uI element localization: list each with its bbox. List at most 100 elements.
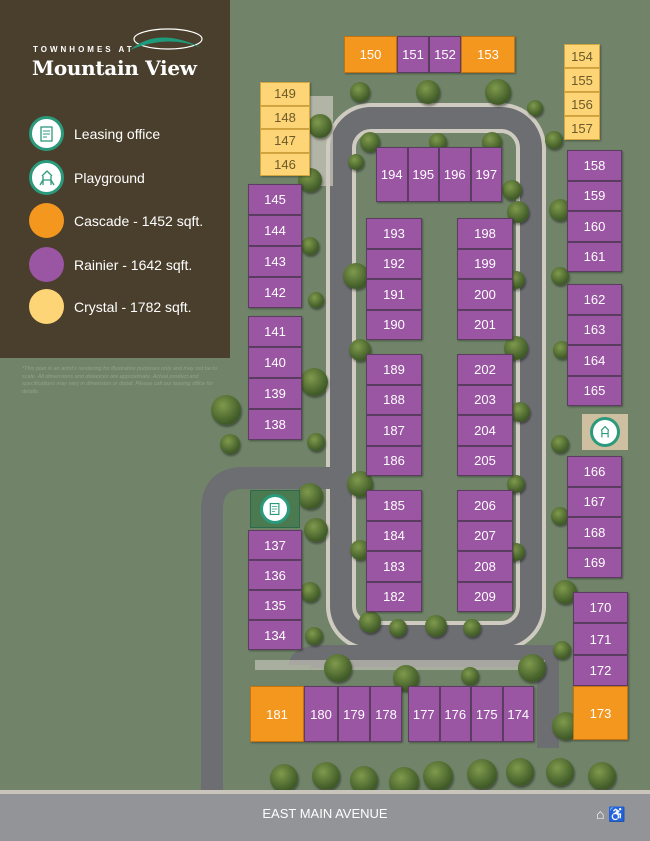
unit-194[interactable]: 194 <box>376 147 408 202</box>
unit-146[interactable]: 146 <box>260 152 310 176</box>
unit-149[interactable]: 149 <box>260 82 310 106</box>
unit-200[interactable]: 200 <box>457 279 513 310</box>
unit-158[interactable]: 158 <box>567 150 622 181</box>
unit-203[interactable]: 203 <box>457 384 513 415</box>
unit-207[interactable]: 207 <box>457 520 513 551</box>
unit-153[interactable]: 153 <box>461 36 515 73</box>
unit-140[interactable]: 140 <box>248 347 302 378</box>
legend-panel: TOWNHOMES AT Mountain View Leasing offic… <box>0 0 230 358</box>
unit-195[interactable]: 195 <box>407 147 439 202</box>
unit-138[interactable]: 138 <box>248 409 302 440</box>
unit-182[interactable]: 182 <box>366 581 422 612</box>
unit-173[interactable]: 173 <box>573 686 628 740</box>
unit-174[interactable]: 174 <box>502 686 534 742</box>
unit-137[interactable]: 137 <box>248 530 302 560</box>
unit-176[interactable]: 176 <box>439 686 471 742</box>
unit-183[interactable]: 183 <box>366 551 422 582</box>
unit-171[interactable]: 171 <box>573 623 628 655</box>
unit-147[interactable]: 147 <box>260 129 310 153</box>
unit-164[interactable]: 164 <box>567 345 622 376</box>
unit-134[interactable]: 134 <box>248 620 302 650</box>
unit-159[interactable]: 159 <box>567 180 622 211</box>
tree-icon <box>551 507 569 525</box>
unit-155[interactable]: 155 <box>564 68 600 92</box>
legend-label: Leasing office <box>74 125 161 142</box>
unit-169[interactable]: 169 <box>567 547 622 578</box>
street <box>0 790 650 841</box>
unit-180[interactable]: 180 <box>304 686 338 742</box>
unit-167[interactable]: 167 <box>567 486 622 517</box>
unit-177[interactable]: 177 <box>408 686 440 742</box>
tree-icon <box>553 641 571 659</box>
unit-205[interactable]: 205 <box>457 445 513 476</box>
unit-185[interactable]: 185 <box>366 490 422 521</box>
unit-199[interactable]: 199 <box>457 248 513 279</box>
legend-label: Cascade - 1452 sqft. <box>74 212 204 229</box>
tree-icon <box>510 402 530 422</box>
unit-162[interactable]: 162 <box>567 284 622 315</box>
unit-201[interactable]: 201 <box>457 309 513 340</box>
unit-139[interactable]: 139 <box>248 378 302 409</box>
unit-184[interactable]: 184 <box>366 520 422 551</box>
unit-143[interactable]: 143 <box>248 246 302 277</box>
tree-icon <box>300 582 320 602</box>
legend-label: Rainier - 1642 sqft. <box>74 256 193 273</box>
unit-204[interactable]: 204 <box>457 415 513 446</box>
playground-marker[interactable] <box>582 414 628 450</box>
unit-145[interactable]: 145 <box>248 184 302 215</box>
unit-178[interactable]: 178 <box>370 686 402 742</box>
unit-168[interactable]: 168 <box>567 517 622 548</box>
leasing-office-marker[interactable] <box>250 490 300 528</box>
unit-188[interactable]: 188 <box>366 384 422 415</box>
unit-206[interactable]: 206 <box>457 490 513 521</box>
tree-icon <box>546 758 574 786</box>
unit-144[interactable]: 144 <box>248 215 302 246</box>
unit-141[interactable]: 141 <box>248 316 302 347</box>
unit-136[interactable]: 136 <box>248 560 302 590</box>
tree-icon <box>348 154 364 170</box>
unit-148[interactable]: 148 <box>260 105 310 129</box>
unit-192[interactable]: 192 <box>366 248 422 279</box>
unit-161[interactable]: 161 <box>567 241 622 272</box>
unit-193[interactable]: 193 <box>366 218 422 249</box>
unit-179[interactable]: 179 <box>338 686 370 742</box>
unit-165[interactable]: 165 <box>567 375 622 406</box>
unit-198[interactable]: 198 <box>457 218 513 249</box>
tree-icon <box>324 654 352 682</box>
unit-156[interactable]: 156 <box>564 92 600 116</box>
unit-135[interactable]: 135 <box>248 590 302 620</box>
unit-190[interactable]: 190 <box>366 309 422 340</box>
unit-160[interactable]: 160 <box>567 211 622 242</box>
unit-166[interactable]: 166 <box>567 456 622 487</box>
unit-163[interactable]: 163 <box>567 314 622 345</box>
unit-152[interactable]: 152 <box>429 36 461 73</box>
unit-208[interactable]: 208 <box>457 551 513 582</box>
legend-label: Playground <box>74 169 145 186</box>
tree-icon <box>211 395 241 425</box>
unit-197[interactable]: 197 <box>470 147 502 202</box>
legend-leasing-office: Leasing office <box>29 116 160 151</box>
unit-150[interactable]: 150 <box>344 36 397 73</box>
unit-196[interactable]: 196 <box>439 147 471 202</box>
unit-209[interactable]: 209 <box>457 581 513 612</box>
leasing-office-icon <box>260 494 290 524</box>
tree-icon <box>307 433 325 451</box>
unit-170[interactable]: 170 <box>573 592 628 623</box>
unit-181[interactable]: 181 <box>250 686 304 742</box>
unit-175[interactable]: 175 <box>471 686 503 742</box>
unit-142[interactable]: 142 <box>248 277 302 308</box>
unit-151[interactable]: 151 <box>397 36 429 73</box>
unit-157[interactable]: 157 <box>564 116 600 140</box>
tree-icon <box>343 263 369 289</box>
tree-icon <box>553 341 571 359</box>
unit-187[interactable]: 187 <box>366 415 422 446</box>
unit-172[interactable]: 172 <box>573 655 628 686</box>
unit-191[interactable]: 191 <box>366 279 422 310</box>
tree-icon <box>467 759 497 789</box>
unit-154[interactable]: 154 <box>564 44 600 68</box>
unit-202[interactable]: 202 <box>457 354 513 385</box>
tree-icon <box>389 619 407 637</box>
unit-189[interactable]: 189 <box>366 354 422 385</box>
unit-186[interactable]: 186 <box>366 445 422 476</box>
playground-icon <box>590 417 620 447</box>
